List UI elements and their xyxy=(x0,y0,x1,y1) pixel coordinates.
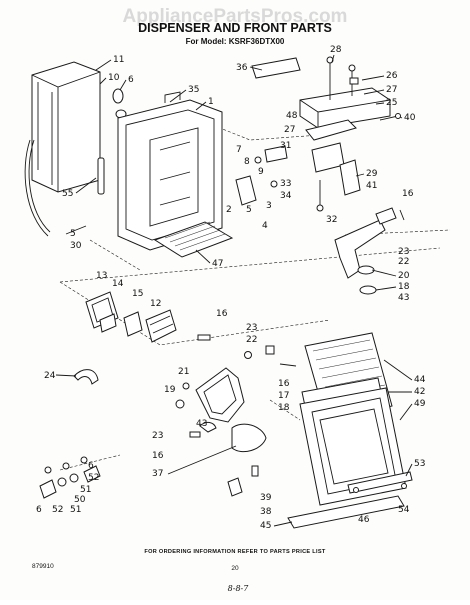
callout-33: 33 xyxy=(280,179,291,189)
fasteners-middle xyxy=(197,334,297,367)
callout-52: 52 xyxy=(88,473,99,483)
callout-14: 14 xyxy=(112,279,124,289)
callout-43: 43 xyxy=(398,293,409,303)
callout-2: 2 xyxy=(226,205,232,215)
callout-32: 32 xyxy=(326,215,337,225)
callout-15: 15 xyxy=(132,289,143,299)
callout-50: 50 xyxy=(74,495,86,505)
callout-11: 11 xyxy=(113,55,124,65)
ice-chute-housing xyxy=(24,61,101,237)
callout-41: 41 xyxy=(366,181,377,191)
callout-49: 49 xyxy=(414,399,426,409)
drip-tray-grille xyxy=(153,221,234,258)
gasket-strip xyxy=(97,157,105,195)
callout-9: 9 xyxy=(258,167,264,177)
callout-46: 46 xyxy=(358,515,370,525)
callout-55: 55 xyxy=(62,189,73,199)
callout-52b: 52 xyxy=(52,505,63,515)
callout-30: 30 xyxy=(70,241,82,251)
callout-45: 45 xyxy=(260,521,271,531)
callout-37: 37 xyxy=(152,469,163,479)
leader-lines xyxy=(55,54,413,527)
callout-51: 51 xyxy=(80,485,91,495)
callout-38: 38 xyxy=(260,507,272,517)
callout-35: 35 xyxy=(188,85,199,95)
dispenser-lever-small xyxy=(235,175,278,206)
callout-18: 18 xyxy=(398,282,410,292)
callout-16b: 16 xyxy=(216,309,228,319)
ordering-note: FOR ORDERING INFORMATION REFER TO PARTS … xyxy=(144,549,326,555)
callout-23: 23 xyxy=(398,247,409,257)
lamp-socket-bracket xyxy=(145,309,177,343)
callout-16: 16 xyxy=(402,189,414,199)
actuator-arm xyxy=(334,207,405,295)
callout-13: 13 xyxy=(96,271,107,281)
callout-4: 4 xyxy=(262,221,268,231)
callout-17: 17 xyxy=(278,391,289,401)
document-number: 879910 xyxy=(32,563,54,570)
callout-20: 20 xyxy=(398,271,410,281)
callout-25: 25 xyxy=(386,98,397,108)
watermark: AppliancePartsPros.com xyxy=(123,6,348,27)
callout-10: 10 xyxy=(108,73,120,83)
callout-22: 22 xyxy=(398,257,409,267)
switch-stack xyxy=(254,145,361,212)
callout-16c: 16 xyxy=(278,379,290,389)
callout-27: 27 xyxy=(386,85,397,95)
callout-16d: 16 xyxy=(152,451,164,461)
callout-48: 48 xyxy=(286,111,298,121)
callout-53: 53 xyxy=(414,459,425,469)
callout-29: 29 xyxy=(366,169,378,179)
callout-1: 1 xyxy=(208,97,214,107)
page-number: 20 xyxy=(231,565,239,572)
callout-51b: 51 xyxy=(70,505,81,515)
callout-23b: 23 xyxy=(246,323,257,333)
front-panel-frames xyxy=(287,332,413,529)
callout-47: 47 xyxy=(212,259,223,269)
callout-12: 12 xyxy=(150,299,161,309)
callout-54: 54 xyxy=(398,505,410,515)
callout-24: 24 xyxy=(44,371,56,381)
callout-28: 28 xyxy=(330,45,342,55)
callout-19: 19 xyxy=(164,385,176,395)
control-bracket-assembly xyxy=(251,56,401,173)
water-fittings xyxy=(39,456,101,499)
callout-6: 6 xyxy=(128,75,134,85)
light-lens-assembly xyxy=(85,291,143,337)
door-seal-ring xyxy=(112,88,127,119)
callout-8: 8 xyxy=(244,157,250,167)
callout-6b: 6 xyxy=(88,461,94,471)
dispenser-housing xyxy=(117,91,223,251)
callout-43b: 43 xyxy=(196,419,207,429)
callout-44: 44 xyxy=(414,375,426,385)
wire-clip xyxy=(73,369,99,385)
callout-34: 34 xyxy=(280,191,292,201)
callout-5b: 5 xyxy=(70,229,76,239)
callout-7: 7 xyxy=(236,145,242,155)
diagram-title: DISPENSER AND FRONT PARTS xyxy=(138,21,332,35)
callout-39: 39 xyxy=(260,493,272,503)
callout-21: 21 xyxy=(178,367,189,377)
callout-36: 36 xyxy=(236,63,248,73)
callout-27b: 27 xyxy=(284,125,295,135)
callout-labels: 11 10 6 35 1 36 28 26 27 25 48 40 27 31 … xyxy=(36,45,426,531)
callout-26: 26 xyxy=(386,71,398,81)
callout-40: 40 xyxy=(404,113,416,123)
model-number: For Model: KSRF36DTX00 xyxy=(186,37,285,46)
callout-18b: 18 xyxy=(278,403,290,413)
callout-42: 42 xyxy=(414,387,425,397)
callout-5: 5 xyxy=(246,205,252,215)
callout-31: 31 xyxy=(280,141,291,151)
callout-22b: 22 xyxy=(246,335,257,345)
handwritten-code: 8-8-7 xyxy=(228,584,250,593)
callout-23c: 23 xyxy=(152,431,163,441)
callout-3: 3 xyxy=(266,201,272,211)
callout-6c: 6 xyxy=(36,505,42,515)
dispenser-lever-assembly xyxy=(175,367,267,497)
